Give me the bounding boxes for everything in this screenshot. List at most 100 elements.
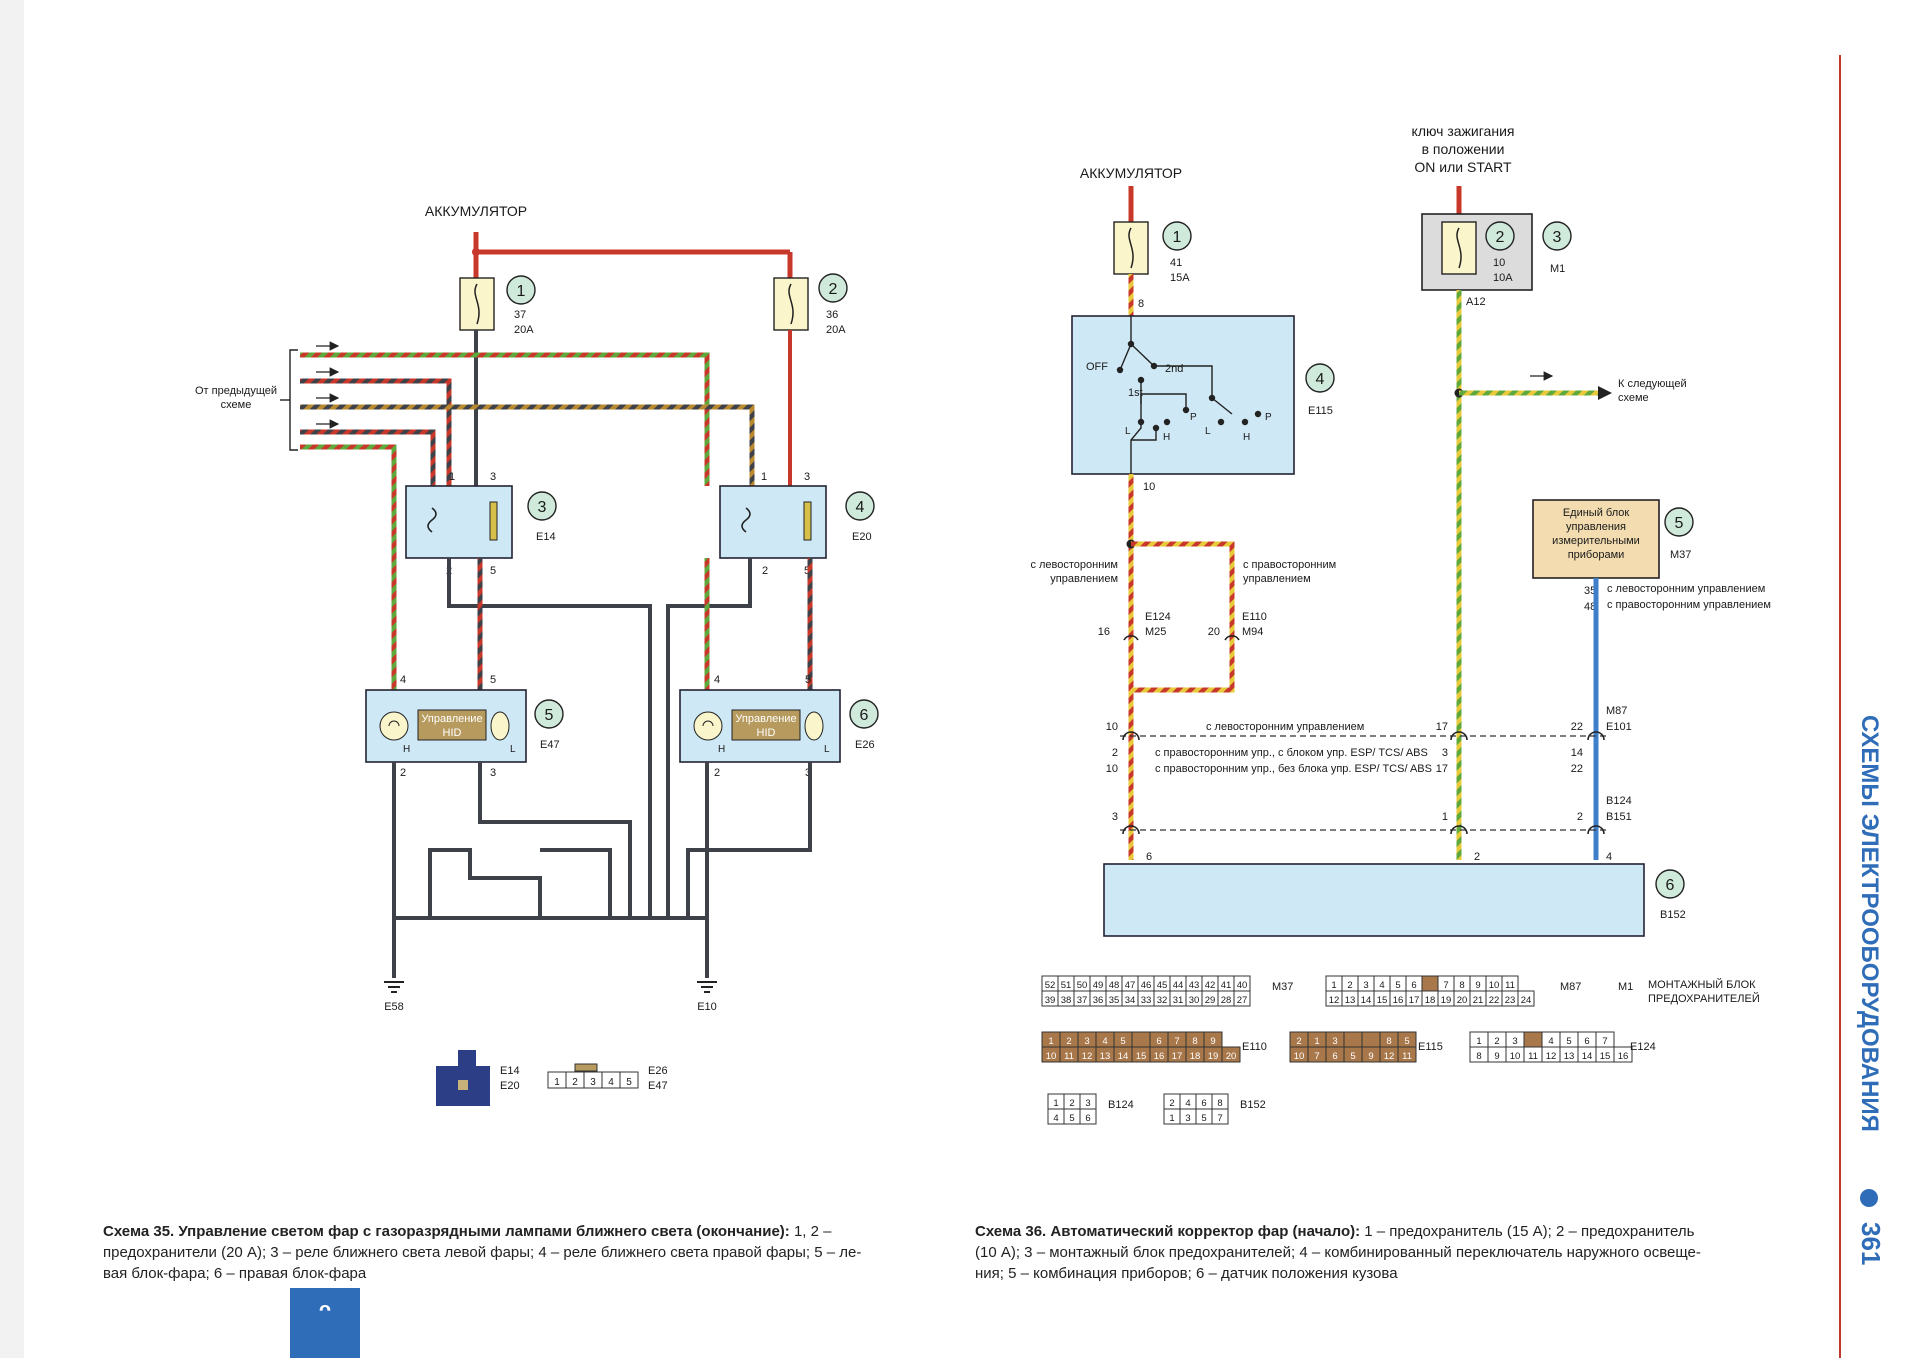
cluster-t4: приборами <box>1568 549 1625 561</box>
left-caption-line3: вая блок-фара; 6 – правая блок-фара <box>103 1265 367 1282</box>
e124-pin: 16 <box>1098 626 1110 638</box>
connector-pin-label: 5 <box>1201 1113 1206 1124</box>
connector-pin <box>1613 1046 1633 1063</box>
relay3-pin5: 5 <box>490 565 496 577</box>
row2-text: с правосторонним упр., с блоком упр. ESP… <box>1155 747 1428 759</box>
connector-pin-label: 2 <box>1347 980 1352 991</box>
row4-a: 3 <box>1112 811 1118 823</box>
row4-code2: B151 <box>1606 811 1632 823</box>
relay-3-E14: 1 3 2 5 3 E14 <box>405 471 557 577</box>
connector-pin-label: 19 <box>1441 995 1452 1006</box>
connector-pin-label: 1 <box>554 1077 560 1088</box>
connector-pin-label: 5 <box>1395 980 1400 991</box>
connector-pin-label: 13 <box>1345 995 1356 1006</box>
m1-text1: МОНТАЖНЫЙ БЛОК <box>1648 978 1756 991</box>
connector-pin <box>1517 990 1535 1007</box>
connector-pin-label: 44 <box>1173 980 1184 991</box>
rfuse1-num: 1 <box>1173 229 1182 246</box>
connector-pin-label: 9 <box>1494 1051 1499 1062</box>
switch-2nd: 2nd <box>1165 363 1183 375</box>
connector-pin-label: 3 <box>1085 1098 1090 1109</box>
connector-pin-label: 13 <box>1100 1051 1111 1062</box>
cluster-t2: управления <box>1566 521 1626 533</box>
connector-pin-label: 9 <box>1210 1036 1215 1047</box>
relay4-pin2: 2 <box>762 565 768 577</box>
block3-code: M1 <box>1550 263 1565 275</box>
connector-pin-label: 35 <box>1109 995 1120 1006</box>
connector-pin-label: 4 <box>1379 980 1384 991</box>
connector-pin-label: 5 <box>626 1077 632 1088</box>
relay-4-E20: 1 3 2 5 4 E20 <box>719 471 875 577</box>
right-caption-bold: Схема 36. Автоматический корректор фар (… <box>975 1223 1360 1240</box>
connector-pin-label: 5 <box>1566 1036 1571 1047</box>
connector-cup <box>1450 825 1468 835</box>
connector-pin-label: 3 <box>590 1077 596 1088</box>
connector-cup <box>1122 825 1140 835</box>
lhd-1: с левосторонним <box>1030 559 1118 571</box>
connector-pin-label: 47 <box>1125 980 1136 991</box>
page-number: 361 <box>1856 1222 1886 1265</box>
rhd-1: с правосторонним <box>1243 559 1336 571</box>
row1-a: 10 <box>1106 721 1118 733</box>
connector-pin-label: 3 <box>1512 1036 1517 1047</box>
sensor-p2: 2 <box>1474 851 1480 863</box>
lamp5-h: H <box>403 744 410 755</box>
side-title: СХЕМЫ ЭЛЕКТРООБОРУДОВАНИЯ <box>1856 715 1883 1132</box>
left-fuse-2: 2 36 20A <box>773 273 848 336</box>
relay3-pin3: 3 <box>490 471 496 483</box>
connector-pin-label: 18 <box>1425 995 1436 1006</box>
connector-pin <box>1079 1108 1097 1125</box>
legend-lamp-2: E47 <box>648 1080 668 1092</box>
switch-l2: L <box>1205 426 1211 437</box>
connector-pin-label: 5 <box>1120 1036 1125 1047</box>
connector-pin-label: 16 <box>1618 1051 1629 1062</box>
next-1: К следующей <box>1618 378 1687 390</box>
connector-pin-label: 1 <box>1169 1113 1174 1124</box>
legend-relay-1: E14 <box>500 1065 520 1077</box>
sensor-p6: 6 <box>1146 851 1152 863</box>
switch-h1: H <box>1163 432 1170 443</box>
sensor-num: 6 <box>1666 877 1675 894</box>
from-prev-2: схеме <box>221 399 252 411</box>
sensor-code: B152 <box>1660 909 1686 921</box>
m1-label: M1 <box>1618 981 1633 993</box>
switch-num: 4 <box>1316 371 1325 388</box>
left-fuse-1: 1 37 20A <box>459 275 536 336</box>
e124-code: E124 <box>1145 611 1171 623</box>
relay3-code: E14 <box>536 531 556 543</box>
left-caption-rest0: 1, 2 – <box>790 1223 832 1240</box>
ground-E10: E10 <box>697 981 717 1013</box>
lamp6-hid2: HID <box>757 727 776 739</box>
relay-connector-legend: E14 E20 <box>436 1050 520 1106</box>
connector-pin-label: 32 <box>1157 995 1168 1006</box>
connector-pin-label: 7 <box>1217 1113 1222 1124</box>
row3-text: с правосторонним упр., без блока упр. ES… <box>1155 763 1432 775</box>
connector-pin <box>1343 1031 1363 1048</box>
relay3-num: 3 <box>538 499 547 516</box>
connector-pin-label: 16 <box>1393 995 1404 1006</box>
rfuse2-num: 2 <box>1496 229 1505 246</box>
connector-pin-label: 3 <box>1185 1113 1190 1124</box>
lamp5-pin4: 4 <box>400 674 406 686</box>
lamp6-pin5: 5 <box>805 674 811 686</box>
connector-pin-label: 9 <box>1475 980 1480 991</box>
connector-pin-label: 40 <box>1237 980 1248 991</box>
row4-code1: B124 <box>1606 795 1632 807</box>
connector-pin-label: 4 <box>1185 1098 1190 1109</box>
connector-pin-label: 37 <box>1077 995 1088 1006</box>
b124-label: B124 <box>1108 1099 1134 1111</box>
cluster-num: 5 <box>1675 515 1684 532</box>
connector-pin-label: 7 <box>1174 1036 1179 1047</box>
connector-pin-label: 4 <box>1548 1036 1553 1047</box>
connector-pin-label: 10 <box>1489 980 1500 991</box>
lamp6-num: 6 <box>860 707 869 724</box>
connector-pin-label: 41 <box>1221 980 1232 991</box>
left-caption-line2: предохранители (20 А); 3 – реле ближнего… <box>103 1244 861 1261</box>
connector-pin-label: 50 <box>1077 980 1088 991</box>
connector-pin-label: 6 <box>1156 1036 1161 1047</box>
